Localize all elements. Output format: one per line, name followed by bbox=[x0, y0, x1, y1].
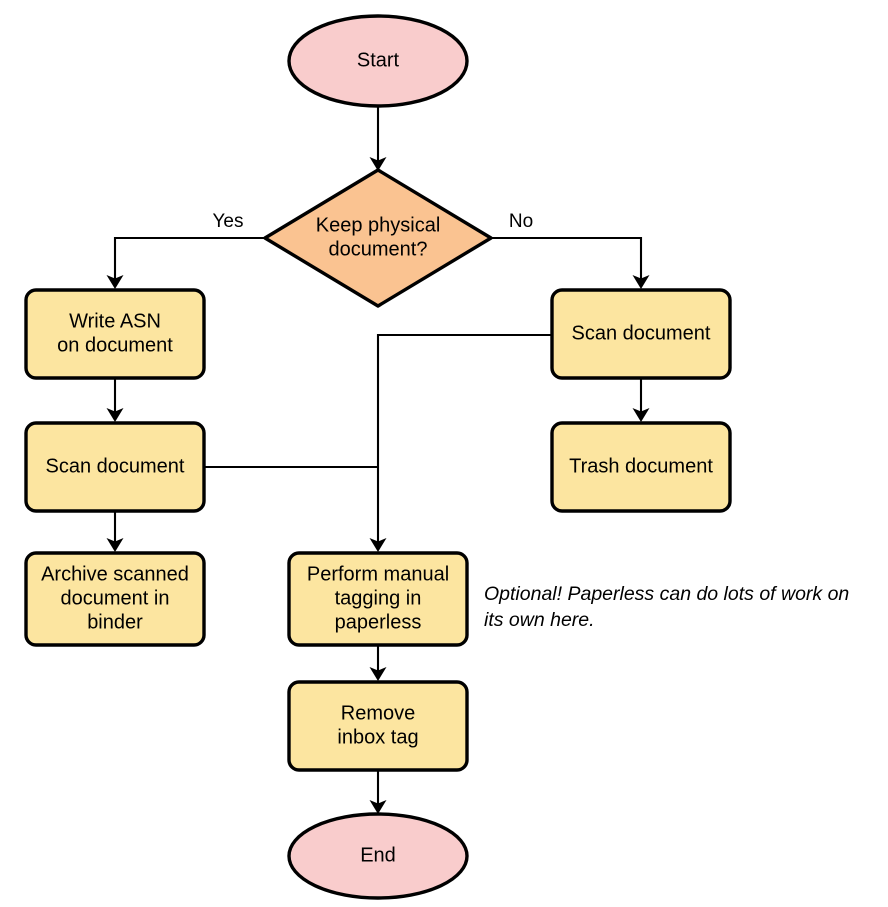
terminator-shape bbox=[287, 14, 469, 108]
process-shape bbox=[24, 288, 206, 380]
edge-remove-inbox-tag-to-end bbox=[369, 770, 387, 814]
edge-arrowhead bbox=[369, 538, 387, 552]
annotations-layer: Optional! Paperless can do lots of work … bbox=[484, 583, 849, 631]
process-shape bbox=[287, 551, 469, 647]
edge-arrowhead bbox=[369, 667, 387, 681]
edge-arrowhead bbox=[369, 800, 387, 814]
decision-shape bbox=[263, 168, 493, 308]
process-shape bbox=[287, 680, 469, 772]
node-label: document in bbox=[61, 587, 170, 609]
process-shape bbox=[550, 288, 732, 380]
node-label: binder bbox=[87, 611, 143, 633]
node-label: Keep physical bbox=[316, 214, 441, 236]
node-end: End bbox=[287, 812, 469, 900]
edge-arrowhead bbox=[106, 408, 124, 422]
edge-start-to-decision bbox=[369, 106, 387, 171]
process-shape bbox=[24, 421, 206, 513]
edge-arrowhead bbox=[632, 275, 650, 289]
edge-decision-no-to-scan-right: No bbox=[491, 211, 650, 289]
edge-manual-tagging-to-remove-inbox-tag bbox=[369, 645, 387, 681]
edge-label-decision-no-to-scan-right: No bbox=[509, 211, 533, 232]
edge-arrowhead bbox=[369, 157, 387, 171]
edge-decision-yes-to-write-asn: Yes bbox=[106, 211, 265, 289]
node-label: Remove bbox=[341, 702, 415, 724]
node-label: Start bbox=[357, 49, 400, 71]
node-scan-left: Scan document bbox=[24, 421, 206, 513]
annotation-line: its own here. bbox=[484, 609, 595, 631]
node-label: Scan document bbox=[572, 322, 711, 344]
node-label: Archive scanned bbox=[41, 563, 189, 585]
terminator-shape bbox=[287, 812, 469, 900]
edge-line bbox=[491, 236, 643, 284]
node-label: document? bbox=[329, 238, 428, 260]
edges-layer: Yes No bbox=[106, 106, 650, 814]
node-label: Perform manual bbox=[307, 563, 449, 585]
edge-arrowhead bbox=[106, 538, 124, 552]
node-label: Scan document bbox=[46, 455, 185, 477]
node-label: inbox tag bbox=[337, 726, 418, 748]
edge-scan-right-to-trash bbox=[632, 378, 650, 422]
node-start: Start bbox=[287, 14, 469, 108]
node-label: on document bbox=[57, 334, 173, 356]
node-trash: Trash document bbox=[550, 421, 732, 513]
node-label: Write ASN bbox=[69, 310, 161, 332]
edge-arrowhead bbox=[632, 408, 650, 422]
annotation-optional-note: Optional! Paperless can do lots of work … bbox=[484, 583, 849, 631]
edge-write-asn-to-scan-left bbox=[106, 378, 124, 422]
node-label: End bbox=[360, 844, 396, 866]
node-label: Trash document bbox=[569, 455, 713, 477]
process-shape bbox=[550, 421, 732, 513]
edge-label-decision-yes-to-write-asn: Yes bbox=[213, 211, 244, 232]
node-label: tagging in bbox=[335, 587, 422, 609]
edge-arrowhead bbox=[106, 275, 124, 289]
edge-scan-left-to-archive bbox=[106, 511, 124, 552]
edge-line bbox=[113, 236, 265, 284]
annotation-line: Optional! Paperless can do lots of work … bbox=[484, 583, 849, 605]
node-scan-right: Scan document bbox=[550, 288, 732, 380]
node-label: paperless bbox=[335, 611, 422, 633]
edge-scan-right-to-manual-tagging bbox=[369, 333, 552, 552]
edge-line bbox=[376, 333, 552, 547]
process-shape bbox=[24, 551, 206, 647]
